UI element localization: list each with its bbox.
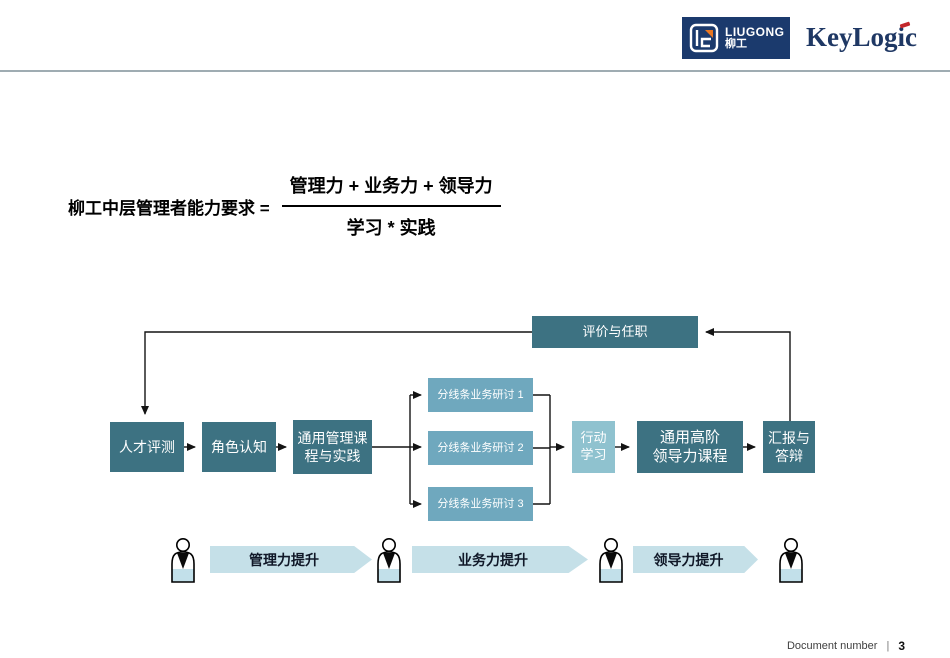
node-business-seminar-1: 分线条业务研讨 1 xyxy=(428,378,533,412)
node-role-cognition: 角色认知 xyxy=(202,422,276,472)
node-label: 领导力课程 xyxy=(652,448,728,465)
footer-separator: | xyxy=(886,640,890,652)
node-label: 行动 xyxy=(580,430,607,446)
stage-arrow-business: 业务力提升 xyxy=(412,546,588,573)
person-icon xyxy=(776,537,806,583)
node-evaluation-appointment: 评价与任职 xyxy=(532,316,698,348)
person-icon xyxy=(168,537,198,583)
person-icon xyxy=(374,537,404,583)
liugong-logo-text: LIUGONG 柳工 xyxy=(725,26,785,50)
node-label: 程与实践 xyxy=(304,448,361,464)
stage-label: 管理力提升 xyxy=(249,551,319,568)
node-label: 人才评测 xyxy=(119,438,175,455)
person-icon xyxy=(596,537,626,583)
formula-lhs: 柳工中层管理者能力要求 = xyxy=(68,198,270,218)
node-label: 分线条业务研讨 2 xyxy=(437,441,524,454)
node-label: 通用高阶 xyxy=(659,428,720,446)
formula-numerator: 管理力 + 业务力 + 领导力 xyxy=(281,172,501,207)
node-label: 分线条业务研讨 3 xyxy=(437,497,524,510)
stage-label: 业务力提升 xyxy=(458,551,528,568)
capability-formula: 柳工中层管理者能力要求 = 管理力 + 业务力 + 领导力 学习 * 实践 xyxy=(68,172,501,240)
node-label: 答辩 xyxy=(775,448,803,464)
stage-arrow-management: 管理力提升 xyxy=(210,546,372,573)
node-advanced-leadership-course: 通用高阶 领导力课程 xyxy=(637,421,743,473)
header-divider xyxy=(0,70,950,72)
node-label: 汇报与 xyxy=(768,429,810,446)
page-number: 3 xyxy=(898,639,905,653)
document-number-label: Document number xyxy=(786,640,878,652)
node-label: 角色认知 xyxy=(211,438,267,455)
keylogic-logo: KeyLogic xyxy=(806,21,936,58)
node-label: 通用管理课 xyxy=(297,429,368,446)
liugong-mark-icon xyxy=(689,23,719,53)
liugong-name: LIUGONG xyxy=(725,24,785,39)
liugong-logo: LIUGONG 柳工 xyxy=(682,17,790,59)
formula-denominator: 学习 * 实践 xyxy=(346,218,436,238)
node-business-seminar-3: 分线条业务研讨 3 xyxy=(428,487,533,521)
node-general-management-course: 通用管理课 程与实践 xyxy=(293,420,372,474)
keylogic-wordmark: KeyLogic xyxy=(806,22,917,52)
node-label: 学习 xyxy=(580,447,607,462)
stage-label: 领导力提升 xyxy=(653,551,724,568)
node-action-learning: 行动 学习 xyxy=(572,421,615,473)
liugong-name-cn: 柳工 xyxy=(725,37,747,50)
node-report-defense: 汇报与 答辩 xyxy=(763,421,815,473)
formula-fraction: 管理力 + 业务力 + 领导力 学习 * 实践 xyxy=(281,172,501,240)
node-label: 分线条业务研讨 1 xyxy=(437,388,524,401)
node-talent-assessment: 人才评测 xyxy=(110,422,184,472)
node-label: 评价与任职 xyxy=(582,323,648,339)
footer: Document number | 3 xyxy=(787,639,905,653)
stage-arrow-leadership: 领导力提升 xyxy=(633,546,758,573)
node-business-seminar-2: 分线条业务研讨 2 xyxy=(428,431,533,465)
